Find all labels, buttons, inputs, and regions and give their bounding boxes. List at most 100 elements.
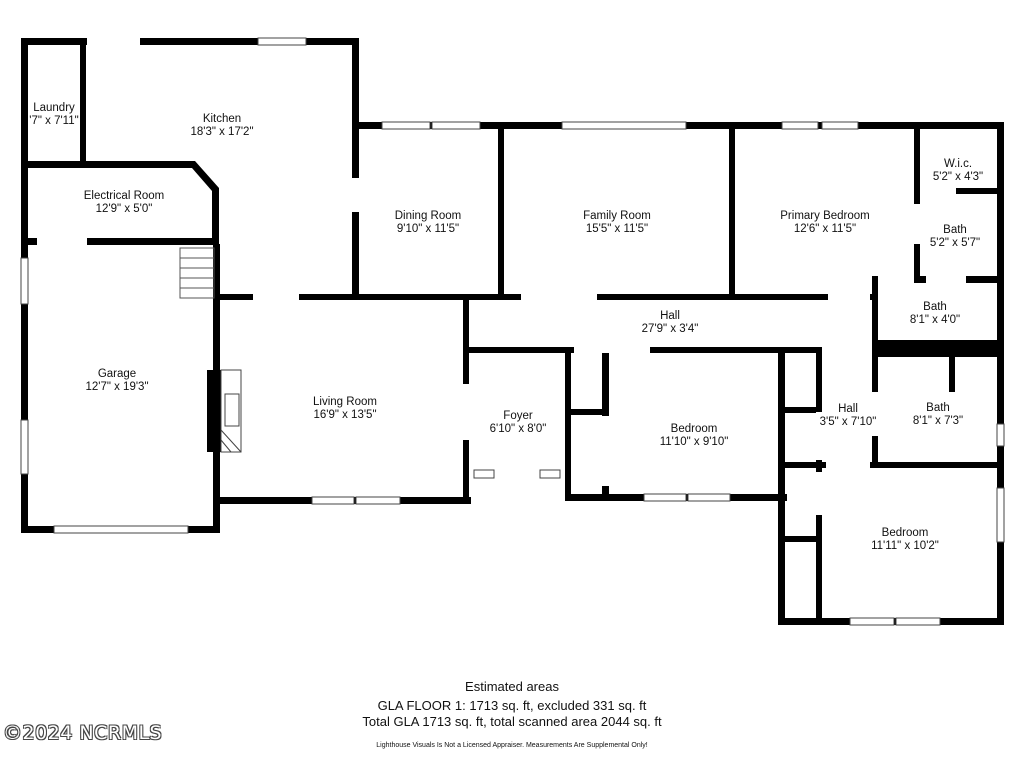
wall	[21, 38, 87, 45]
wall	[997, 122, 1004, 625]
room-laundry-dims: '7" x 7'11"	[29, 115, 78, 127]
wall	[949, 356, 955, 392]
room-primary: Primary Bedroom	[780, 210, 869, 222]
window	[20, 257, 29, 305]
wall	[778, 347, 785, 625]
room-kitchen: Kitchen	[203, 113, 241, 125]
wall	[21, 161, 219, 244]
door-opening	[87, 38, 139, 45]
room-primary-dims: 12'6" x 11'5"	[794, 223, 856, 235]
window	[311, 496, 355, 505]
wall	[565, 409, 605, 415]
window	[821, 121, 859, 130]
wall	[213, 244, 220, 300]
room-bedroom-2: Bedroom	[882, 527, 929, 539]
room-wic: W.i.c.	[944, 158, 972, 170]
door-opening	[828, 294, 870, 300]
window	[996, 423, 1005, 447]
window	[561, 121, 687, 130]
room-labels: Laundry '7" x 7'11" Kitchen 18'3" x 17'2…	[29, 102, 983, 552]
wall	[914, 188, 1004, 194]
room-bath-3-dims: 8'1" x 7'3"	[913, 415, 963, 427]
room-kitchen-dims: 18'3" x 17'2"	[190, 126, 253, 138]
window	[687, 493, 731, 502]
stairs	[179, 247, 215, 299]
window	[473, 469, 495, 479]
room-dining: Dining Room	[395, 210, 461, 222]
window	[781, 121, 819, 130]
doors	[37, 38, 966, 486]
window	[257, 37, 307, 46]
door-opening	[37, 238, 87, 245]
room-foyer: Foyer	[503, 410, 533, 422]
window	[895, 617, 941, 626]
estimated-areas-title: Estimated areas	[465, 679, 559, 694]
wall	[778, 536, 822, 542]
room-bedroom-2-dims: 11'11" x 10'2"	[871, 540, 939, 552]
room-hall-small-dims: 3'5" x 7'10"	[820, 416, 877, 428]
window	[381, 121, 431, 130]
room-hall-main: Hall	[660, 310, 680, 322]
room-hall-small: Hall	[838, 403, 858, 415]
window	[20, 419, 29, 475]
wall	[914, 122, 920, 282]
door-opening	[826, 462, 870, 468]
room-family: Family Room	[583, 210, 651, 222]
door-opening	[602, 416, 609, 486]
door-opening	[521, 294, 597, 300]
door-opening	[872, 392, 878, 436]
wall	[816, 515, 822, 625]
door-opening	[463, 384, 469, 440]
windows	[20, 37, 1005, 626]
room-family-dims: 15'5" x 11'5"	[586, 223, 648, 235]
room-electrical: Electrical Room	[84, 190, 165, 202]
wall	[778, 347, 822, 353]
total-gla-line: Total GLA 1713 sq. ft, total scanned are…	[362, 714, 662, 729]
gla-floor-line: GLA FLOOR 1: 1713 sq. ft, excluded 331 s…	[377, 698, 647, 713]
room-bedroom-1: Bedroom	[671, 423, 718, 435]
door-opening	[914, 204, 920, 244]
wall	[729, 122, 735, 300]
disclaimer: Lighthouse Visuals Is Not a Licensed App…	[376, 742, 648, 749]
door-opening	[253, 294, 299, 300]
room-garage: Garage	[98, 368, 136, 380]
room-dining-dims: 9'10" x 11'5"	[397, 223, 459, 235]
window	[431, 121, 481, 130]
room-wic-dims: 5'2" x 4'3"	[933, 171, 983, 183]
door-opening	[926, 276, 966, 283]
room-laundry: Laundry	[33, 102, 75, 114]
wall	[872, 462, 1004, 468]
wall	[872, 276, 878, 466]
watermark: ©2024 NCRMLS	[3, 722, 163, 744]
wall	[498, 122, 504, 300]
door-opening	[574, 347, 650, 353]
wall	[80, 38, 86, 166]
room-bath-1-dims: 5'2" x 5'7"	[930, 237, 980, 249]
room-bath-1: Bath	[943, 224, 967, 236]
room-hall-main-dims: 27'9" x 3'4"	[642, 323, 699, 335]
door-opening	[816, 412, 822, 460]
room-garage-dims: 12'7" x 19'3"	[85, 381, 148, 393]
room-electrical-dims: 12'9" x 5'0"	[96, 203, 153, 215]
fireplace-detail	[220, 369, 242, 453]
room-living: Living Room	[313, 396, 377, 408]
window	[849, 617, 895, 626]
room-bedroom-1-dims: 11'10" x 9'10"	[660, 436, 729, 448]
room-living-dims: 16'9" x 13'5"	[313, 409, 376, 421]
wall	[21, 238, 219, 245]
window	[53, 525, 189, 534]
wall	[565, 347, 571, 497]
window	[539, 469, 561, 479]
wall	[872, 340, 1004, 357]
fireplace	[207, 370, 221, 452]
wall	[140, 38, 358, 45]
room-foyer-dims: 6'10" x 8'0"	[490, 423, 547, 435]
window	[355, 496, 401, 505]
room-bath-2-dims: 8'1" x 4'0"	[910, 314, 960, 326]
wall	[778, 407, 822, 413]
door-opening	[920, 188, 956, 194]
wall	[816, 347, 822, 472]
window	[996, 487, 1005, 543]
window	[643, 493, 687, 502]
